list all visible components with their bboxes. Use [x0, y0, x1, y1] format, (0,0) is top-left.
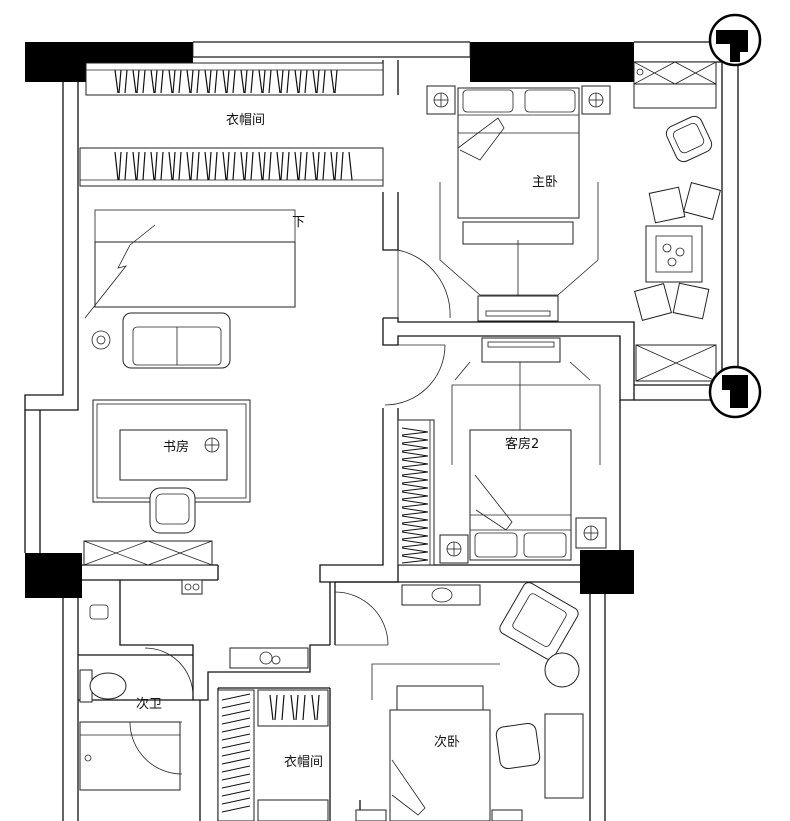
second-bedroom-cabinet [401, 584, 481, 606]
staircase: 下 [84, 209, 305, 319]
second-bed [389, 685, 491, 821]
balcony-table-set [634, 182, 721, 321]
guest-wardrobe-hangers [401, 427, 429, 564]
balcony-cabinet-lower [635, 344, 717, 382]
second-bedroom-chair [495, 722, 541, 770]
structural-columns [25, 42, 634, 598]
guest-bed [469, 429, 572, 561]
door-second-bedroom [334, 591, 389, 646]
door-guest [384, 344, 446, 406]
wardrobe-bottom-hangers [221, 693, 320, 813]
shower-area [79, 721, 181, 791]
second-bedroom-projection [371, 663, 500, 700]
second-bedroom-desk [544, 713, 584, 799]
tv-projection-master [439, 182, 599, 322]
balcony-chair [665, 115, 713, 163]
door-master [397, 249, 451, 319]
room-label-master-bedroom: 主卧 [532, 175, 558, 190]
side-table [544, 652, 580, 688]
door-bathroom [129, 647, 194, 775]
guest-nightstand-right [575, 517, 607, 549]
armchair [499, 582, 579, 660]
toilet-icon [79, 669, 127, 703]
tv-projection-guest [451, 337, 601, 465]
room-label-cloakroom-top: 衣帽间 [226, 112, 265, 128]
master-bed [457, 87, 580, 219]
plant-icon [91, 330, 111, 350]
balcony-cabinet [633, 61, 717, 109]
drain-top [708, 13, 762, 67]
room-label-bathroom: 次卫 [136, 696, 162, 712]
room-label-guest-room-2: 客房2 [505, 436, 539, 452]
room-label-second-bedroom: 次卧 [434, 734, 460, 750]
bathroom-counter [89, 579, 203, 620]
room-label-cloakroom-bottom: 衣帽间 [284, 754, 323, 770]
stair-down-label: 下 [292, 215, 305, 230]
nightstand-right [581, 85, 611, 115]
sofa [122, 312, 231, 369]
study-chair [149, 487, 196, 534]
study-desk [119, 429, 228, 481]
drain-bottom [708, 365, 762, 419]
guest-nightstand-left [439, 534, 469, 564]
study-cabinet [83, 540, 213, 566]
room-label-study: 书房 [163, 439, 189, 455]
second-bedroom-nightstands [355, 809, 523, 821]
hangers [114, 69, 353, 181]
window-top [192, 41, 471, 58]
hallway-cabinet [229, 647, 309, 669]
nightstand-left [426, 85, 456, 115]
